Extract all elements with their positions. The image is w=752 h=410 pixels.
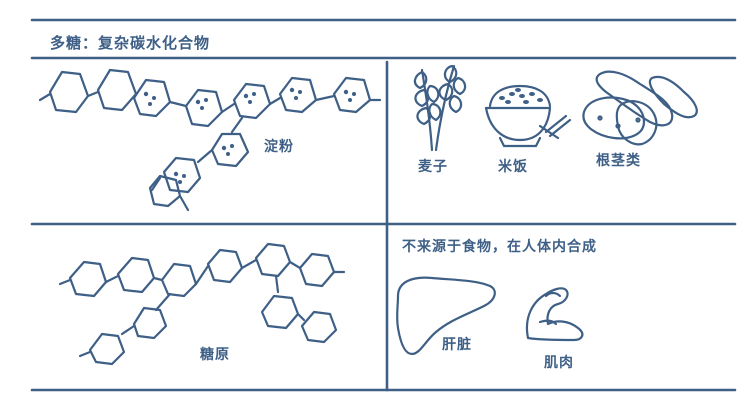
sweet-potato bbox=[595, 70, 674, 127]
rice-grains bbox=[499, 88, 543, 104]
glycogen-ring bbox=[68, 260, 108, 298]
glycogen-bond bbox=[152, 276, 164, 282]
glycogen-ring bbox=[260, 294, 300, 330]
wheat-label: 麦子 bbox=[418, 159, 448, 175]
chopstick bbox=[548, 118, 572, 138]
glycogen-molecule bbox=[58, 242, 346, 366]
glycogen-ring bbox=[116, 256, 156, 294]
tubers-icon bbox=[582, 70, 698, 146]
glycogen-ring bbox=[88, 332, 126, 366]
muscle-arm-icon bbox=[525, 287, 584, 342]
liver-icon bbox=[396, 276, 496, 356]
glycogen-bond bbox=[274, 274, 280, 294]
rice-bowl-icon bbox=[484, 84, 572, 148]
liver-outline bbox=[396, 276, 496, 356]
liver-label: 肝脏 bbox=[442, 337, 472, 353]
starch-branch-bond bbox=[230, 116, 244, 134]
potato bbox=[615, 100, 658, 146]
glycogen-ring bbox=[160, 262, 198, 298]
synthesis-title: 不来源于食物，在人体内合成 bbox=[402, 239, 597, 255]
glycogen-ring bbox=[206, 248, 244, 284]
glycogen-ring bbox=[298, 252, 336, 288]
chopstick bbox=[538, 124, 560, 140]
starch-ring bbox=[210, 132, 250, 168]
starch-ring bbox=[162, 156, 202, 194]
glycogen-ring bbox=[254, 242, 292, 278]
arm-outline bbox=[525, 287, 584, 342]
starch-ring bbox=[232, 82, 272, 120]
starch-bond bbox=[132, 92, 138, 100]
potato bbox=[582, 96, 646, 140]
header-title: 多糖：复杂碳水化合物 bbox=[50, 34, 211, 52]
tubers-label: 根茎类 bbox=[596, 153, 641, 169]
starch-granules bbox=[143, 87, 356, 184]
starch-ring bbox=[48, 70, 90, 114]
glycogen-bond bbox=[78, 350, 92, 358]
starch-ring bbox=[332, 76, 372, 114]
muscle-label: 肌肉 bbox=[544, 355, 574, 371]
starch-ring bbox=[96, 68, 138, 112]
starch-ring bbox=[278, 76, 318, 114]
glycogen-bond bbox=[120, 324, 136, 336]
sweet-potato bbox=[648, 75, 698, 119]
wheat-stem bbox=[434, 64, 456, 152]
glycogen-bond bbox=[58, 278, 72, 286]
bowl bbox=[484, 106, 552, 142]
bowl-base bbox=[498, 136, 542, 148]
starch-bond bbox=[86, 90, 100, 98]
starch-branch-bond bbox=[196, 148, 214, 164]
starch-bond bbox=[150, 176, 162, 192]
starch-label: 淀粉 bbox=[264, 139, 294, 155]
starch-molecule bbox=[38, 68, 382, 212]
starch-bond bbox=[178, 194, 190, 212]
glycogen-bond bbox=[104, 274, 120, 284]
frame-lines bbox=[30, 18, 737, 392]
rice-label: 米饭 bbox=[498, 159, 528, 175]
glycogen-bond bbox=[288, 260, 302, 270]
rice-mound bbox=[488, 84, 552, 108]
chopstick bbox=[544, 114, 568, 134]
glycogen-ring bbox=[132, 306, 168, 340]
starch-bond bbox=[314, 94, 336, 102]
glycogen-bond bbox=[154, 292, 172, 312]
glycogen-ring bbox=[300, 310, 338, 344]
glycogen-bond bbox=[194, 264, 210, 286]
starch-bond bbox=[38, 92, 52, 102]
starch-bond bbox=[268, 96, 282, 106]
glycogen-bond bbox=[240, 258, 258, 270]
starch-bond bbox=[220, 102, 236, 114]
glycogen-label: 糖原 bbox=[200, 347, 230, 363]
glycogen-bond bbox=[296, 312, 306, 322]
starch-bond bbox=[168, 100, 188, 108]
wheat-icon bbox=[413, 64, 467, 152]
